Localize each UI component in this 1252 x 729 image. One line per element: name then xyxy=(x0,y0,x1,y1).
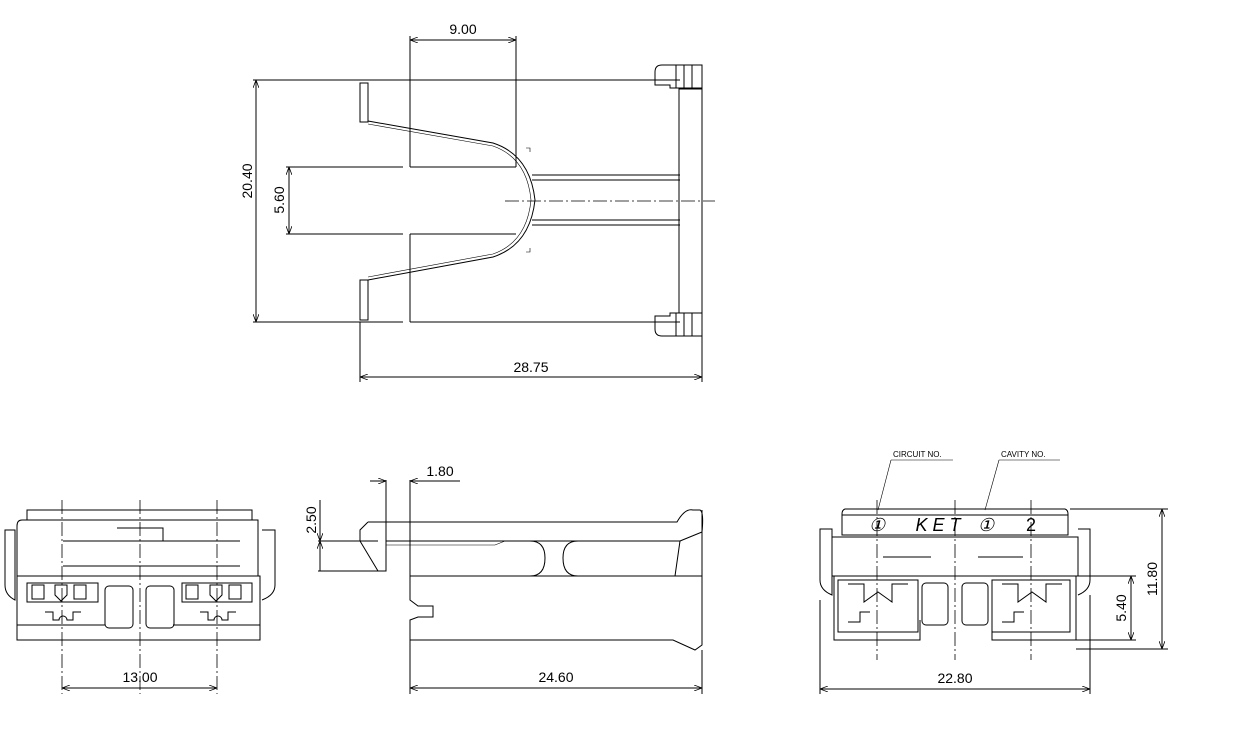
dim-length-24-60: 24.60 xyxy=(538,669,573,685)
cavity-number-mark: ① xyxy=(978,515,995,535)
top-view: 9.00 20.40 5.60 28.75 xyxy=(239,21,715,382)
dim-width-22-80: 22.80 xyxy=(937,670,972,686)
dim-latch-2-50: 2.50 xyxy=(303,506,319,533)
circuit-no-label: CIRCUIT NO. xyxy=(893,450,942,459)
dim-length-28-75: 28.75 xyxy=(513,359,548,375)
dim-slot-5-60: 5.60 xyxy=(271,186,287,213)
dim-height-20-40: 20.40 xyxy=(239,163,255,198)
dim-width-9: 9.00 xyxy=(449,21,476,37)
circuit-number-mark: ① xyxy=(869,515,886,535)
cavity-no-label: CAVITY NO. xyxy=(1001,450,1046,459)
front-view: 13.00 xyxy=(4,500,276,694)
dim-cavity-5-40: 5.40 xyxy=(1113,594,1129,621)
brand-mark: K E T xyxy=(915,515,962,535)
dim-height-11-80: 11.80 xyxy=(1144,562,1160,596)
dim-step-1-80: 1.80 xyxy=(426,463,453,479)
rear-view: CIRCUIT NO. CAVITY NO. ① K E T ① 2 22.80… xyxy=(819,450,1168,694)
side-view: 1.80 2.50 24.60 xyxy=(303,463,704,694)
dim-pitch-13: 13.00 xyxy=(122,669,157,685)
